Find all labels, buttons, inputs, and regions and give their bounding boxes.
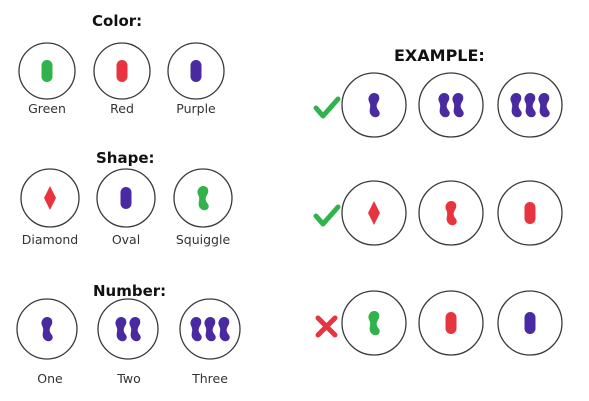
caption-red: Red: [110, 101, 134, 116]
example-card: [418, 290, 484, 356]
caption-three: Three: [192, 371, 228, 386]
cross-icon-stroke: [315, 315, 338, 338]
cross-icon: [315, 315, 338, 338]
caption-diamond: Diamond: [21, 232, 79, 247]
number-heading: Number:: [93, 282, 167, 300]
squiggle-symbol: [204, 316, 216, 342]
check-icon: [313, 204, 341, 227]
example-heading: EXAMPLE:: [394, 46, 485, 65]
caption-green: Green: [28, 101, 66, 116]
oval-symbol: [524, 312, 536, 334]
color-heading: Color:: [92, 12, 143, 30]
squiggle-symbol: [524, 92, 536, 118]
oval-symbol: [524, 202, 536, 224]
squiggle-symbol: [368, 92, 380, 118]
squiggle-symbol: [218, 316, 230, 342]
caption-purple: Purple: [176, 101, 216, 116]
squiggle-symbol: [190, 316, 202, 342]
squiggle-symbol: [438, 92, 450, 118]
legend-card-oval: [96, 168, 156, 228]
squiggle-symbol: [41, 316, 53, 342]
legend-card-green: [18, 42, 76, 100]
card-outline: [97, 298, 159, 360]
example-card: [497, 290, 563, 356]
caption-one: One: [37, 371, 63, 386]
check-icon-stroke: [313, 96, 341, 119]
squiggle-symbol: [510, 92, 522, 118]
legend-card-squiggle: [173, 168, 233, 228]
caption-squiggle: Squiggle: [175, 232, 231, 247]
example-card: [418, 180, 484, 246]
example-card: [497, 180, 563, 246]
check-icon-stroke: [313, 204, 341, 227]
legend-card-red: [93, 42, 151, 100]
squiggle-symbol: [368, 310, 380, 336]
diamond-symbol: [368, 201, 380, 225]
squiggle-symbol: [115, 316, 127, 342]
diamond-symbol: [44, 186, 56, 210]
example-card: [497, 72, 563, 138]
oval-symbol: [445, 312, 457, 334]
squiggle-symbol: [538, 92, 550, 118]
squiggle-symbol: [129, 316, 141, 342]
legend-card-three: [179, 298, 241, 360]
squiggle-symbol: [197, 185, 209, 211]
oval-symbol: [190, 60, 202, 82]
squiggle-symbol: [445, 200, 457, 226]
card-outline: [418, 72, 484, 138]
legend-card-one: [16, 298, 78, 360]
oval-symbol: [120, 187, 132, 209]
oval-symbol: [116, 60, 128, 82]
legend-card-purple: [167, 42, 225, 100]
example-card: [418, 72, 484, 138]
check-icon: [313, 96, 341, 119]
example-card: [341, 72, 407, 138]
shape-heading: Shape:: [96, 149, 155, 167]
legend-card-two: [97, 298, 159, 360]
legend-card-diamond: [20, 168, 80, 228]
caption-two: Two: [117, 371, 141, 386]
oval-symbol: [41, 60, 53, 82]
caption-oval: Oval: [111, 232, 141, 247]
example-card: [341, 180, 407, 246]
squiggle-symbol: [452, 92, 464, 118]
example-card: [341, 290, 407, 356]
